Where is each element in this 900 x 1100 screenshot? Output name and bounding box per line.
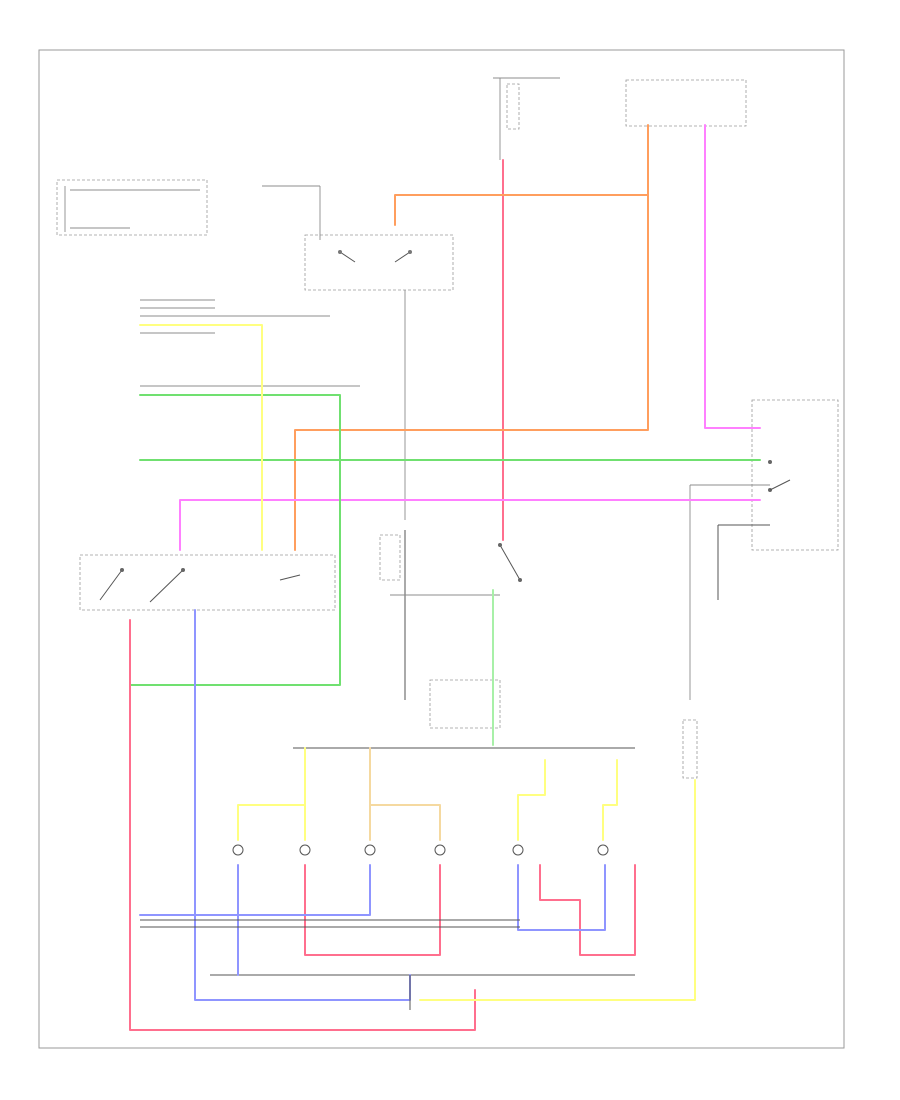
headlight-switch xyxy=(262,185,454,291)
wire-yellow-hl-1 xyxy=(237,804,306,841)
diagram-frame xyxy=(38,49,845,1049)
wire-yellow-top xyxy=(139,324,263,551)
headlamp-left-outer xyxy=(232,844,244,856)
fuse-box-right xyxy=(625,79,747,127)
headlamp-right-inner xyxy=(364,844,376,856)
headlamp-right-outer xyxy=(434,844,446,856)
relay-module-left xyxy=(56,179,208,236)
wire-pink-right xyxy=(704,124,761,429)
center-ground-wire xyxy=(379,290,500,700)
wire-yellow-fog-2 xyxy=(602,759,618,841)
wire-blue-hl-2 xyxy=(139,864,371,916)
fog-lamp-right xyxy=(597,844,609,856)
fog-lamp-left xyxy=(512,844,524,856)
wire-orange xyxy=(294,124,649,551)
wire-red-left xyxy=(129,619,476,1031)
junction-box xyxy=(429,679,501,729)
fuse-box-left xyxy=(493,77,560,160)
wire-red-fog xyxy=(539,864,636,956)
relay-module-right xyxy=(751,399,839,551)
relay-contacts-right xyxy=(689,460,791,700)
wire-pink-cross xyxy=(179,499,761,551)
multifunction-switch xyxy=(79,554,336,611)
headlamp-left-inner xyxy=(299,844,311,856)
wire-tan-hl xyxy=(369,804,441,841)
dimmer-relay xyxy=(498,543,522,582)
pass-switch xyxy=(682,719,698,779)
wire-blue-fog xyxy=(517,864,606,931)
headlamps xyxy=(232,844,609,856)
wire-yellow-bottom xyxy=(419,779,696,1001)
wire-yellow-fog-1 xyxy=(517,759,546,841)
wire-red-hl xyxy=(304,864,441,956)
wire-green-top xyxy=(129,394,341,686)
